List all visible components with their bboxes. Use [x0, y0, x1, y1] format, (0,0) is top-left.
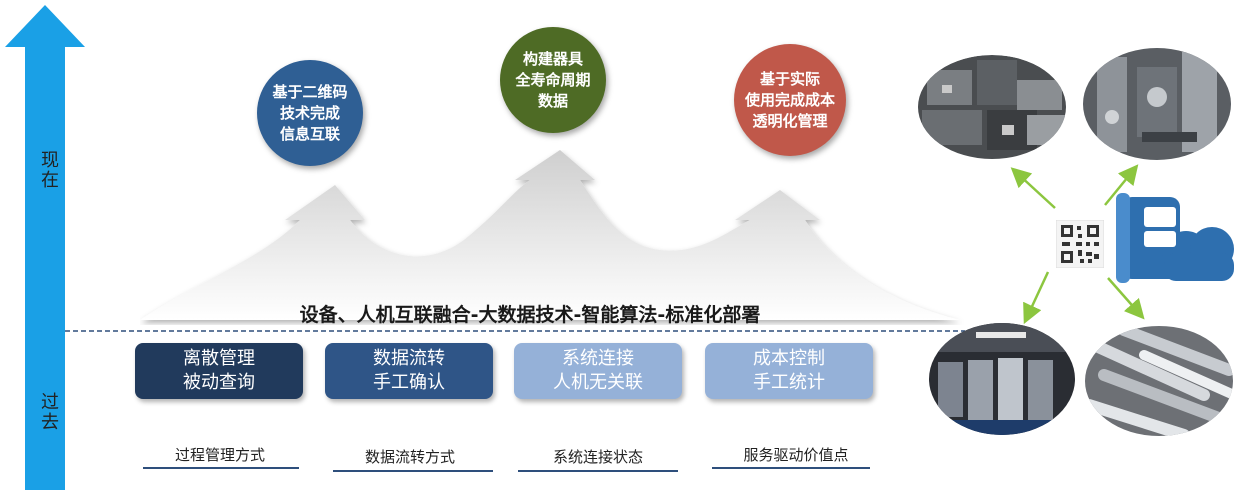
timeline-arrow	[5, 5, 85, 490]
goal-circle-lifecycle-data: 构建器具 全寿命周期 数据	[500, 27, 606, 133]
state-box-manual-confirmation: 数据流转 手工确认	[325, 343, 493, 399]
state-box-system-connection: 系统连接 人机无关联	[514, 343, 682, 399]
rising-arrows	[140, 150, 960, 320]
qr-code-icon	[1056, 220, 1104, 268]
foundation-statement: 设备、人机互联融合-大数据技术-智能算法-标准化部署	[299, 304, 761, 326]
photo-mold-storage	[918, 55, 1066, 159]
goal-circle-cost-transparency: 基于实际 使用完成成本 透明化管理	[734, 44, 846, 156]
category-label-data-flow: 数据流转方式	[364, 448, 455, 466]
state-box-text: 系统连接 人机无关联	[553, 348, 643, 393]
photo-fixture-parts	[1083, 48, 1231, 160]
category-label-system-state: 系统连接状态	[552, 448, 643, 466]
category-underline	[518, 470, 678, 472]
cloud-device-icon	[1116, 193, 1234, 283]
state-box-discrete-management: 离散管理 被动查询	[135, 343, 303, 399]
state-box-text: 数据流转 手工确认	[373, 348, 445, 393]
axis-label-now: 现在	[38, 150, 59, 190]
connector-arrows	[1010, 164, 1145, 325]
category-underline	[143, 467, 299, 469]
category-underline	[712, 467, 870, 469]
category-underline	[333, 470, 493, 472]
category-label-process: 过程管理方式	[174, 446, 265, 464]
goal-circle-qr-interconnect: 基于二维码 技术完成 信息互联	[257, 60, 363, 166]
photo-factory-floor	[929, 323, 1075, 435]
goal-circle-text: 构建器具 全寿命周期 数据	[515, 49, 591, 110]
goal-circle-text: 基于实际 使用完成成本 透明化管理	[744, 69, 835, 130]
state-box-cost-control: 成本控制 手工统计	[705, 343, 873, 399]
photo-metal-pins	[1085, 326, 1233, 436]
divider-line	[65, 330, 965, 332]
state-box-text: 成本控制 手工统计	[753, 348, 825, 393]
state-box-text: 离散管理 被动查询	[183, 348, 255, 393]
axis-label-past: 过去	[38, 392, 59, 432]
goal-circle-text: 基于二维码 技术完成 信息互联	[272, 82, 348, 143]
category-label-value-driver: 服务驱动价值点	[743, 446, 849, 464]
